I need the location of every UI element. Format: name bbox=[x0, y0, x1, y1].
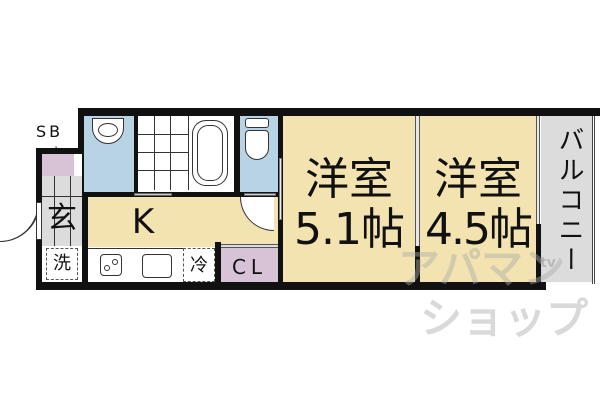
room1-name: 洋室 bbox=[305, 154, 393, 205]
washer-space bbox=[46, 248, 78, 280]
room-partition-sliding-door[interactable] bbox=[415, 116, 420, 246]
washer-label: 洗 bbox=[53, 253, 71, 274]
watermark-line1: アパマン bbox=[398, 244, 566, 293]
shoe-box bbox=[42, 154, 74, 176]
wall-top-entrance bbox=[36, 148, 84, 154]
entry-door-opening bbox=[36, 202, 42, 240]
wall-room2-balcony bbox=[536, 224, 541, 284]
fridge-space bbox=[183, 248, 215, 282]
balcony-railing bbox=[592, 116, 595, 284]
toilet-tank-icon bbox=[245, 118, 269, 128]
kitchen-label: K bbox=[131, 202, 155, 242]
stove-icon bbox=[100, 254, 122, 276]
balcony-window[interactable] bbox=[536, 116, 540, 224]
entrance-area bbox=[42, 176, 82, 246]
wall-room1-room2 bbox=[415, 246, 420, 284]
room1-size: 5.1帖 bbox=[294, 204, 405, 255]
wall-entrance-kitchen bbox=[82, 154, 88, 284]
sink-icon bbox=[142, 254, 172, 278]
toilet-icon bbox=[245, 130, 269, 160]
wall-bottom bbox=[36, 282, 546, 290]
room2-name: 洋室 bbox=[434, 154, 522, 205]
western-room-1 bbox=[283, 116, 415, 282]
western-room-2 bbox=[420, 116, 536, 282]
shoe-box-label: SB bbox=[36, 122, 64, 141]
balcony-label: バルコニー bbox=[554, 126, 584, 276]
room1-sliding-door[interactable] bbox=[279, 158, 282, 220]
bathtub-icon bbox=[192, 120, 228, 186]
wall-top bbox=[78, 108, 600, 116]
watermark-tv: tv bbox=[540, 255, 556, 271]
wash-basin-icon bbox=[92, 118, 124, 144]
entry-door[interactable] bbox=[0, 202, 40, 242]
toilet-door-frame bbox=[244, 193, 276, 196]
fridge-label: 冷 bbox=[190, 255, 208, 276]
entrance-label: 玄 bbox=[47, 201, 77, 236]
bathroom-sliding-door[interactable] bbox=[134, 193, 172, 196]
watermark-line2: ショップ bbox=[420, 294, 589, 343]
closet-label: CL bbox=[231, 255, 268, 279]
wall-fridge-closet bbox=[215, 242, 221, 284]
wall-entrance-step bbox=[78, 108, 84, 154]
wall-washroom-bath bbox=[134, 116, 138, 192]
closet-door[interactable] bbox=[221, 244, 278, 248]
wall-wet-area-bottom bbox=[88, 192, 278, 197]
room2-size: 4.5帖 bbox=[425, 204, 533, 255]
balcony bbox=[541, 116, 592, 282]
shower-area bbox=[138, 116, 188, 190]
closet bbox=[221, 248, 278, 282]
wall-bath-toilet bbox=[234, 116, 240, 192]
